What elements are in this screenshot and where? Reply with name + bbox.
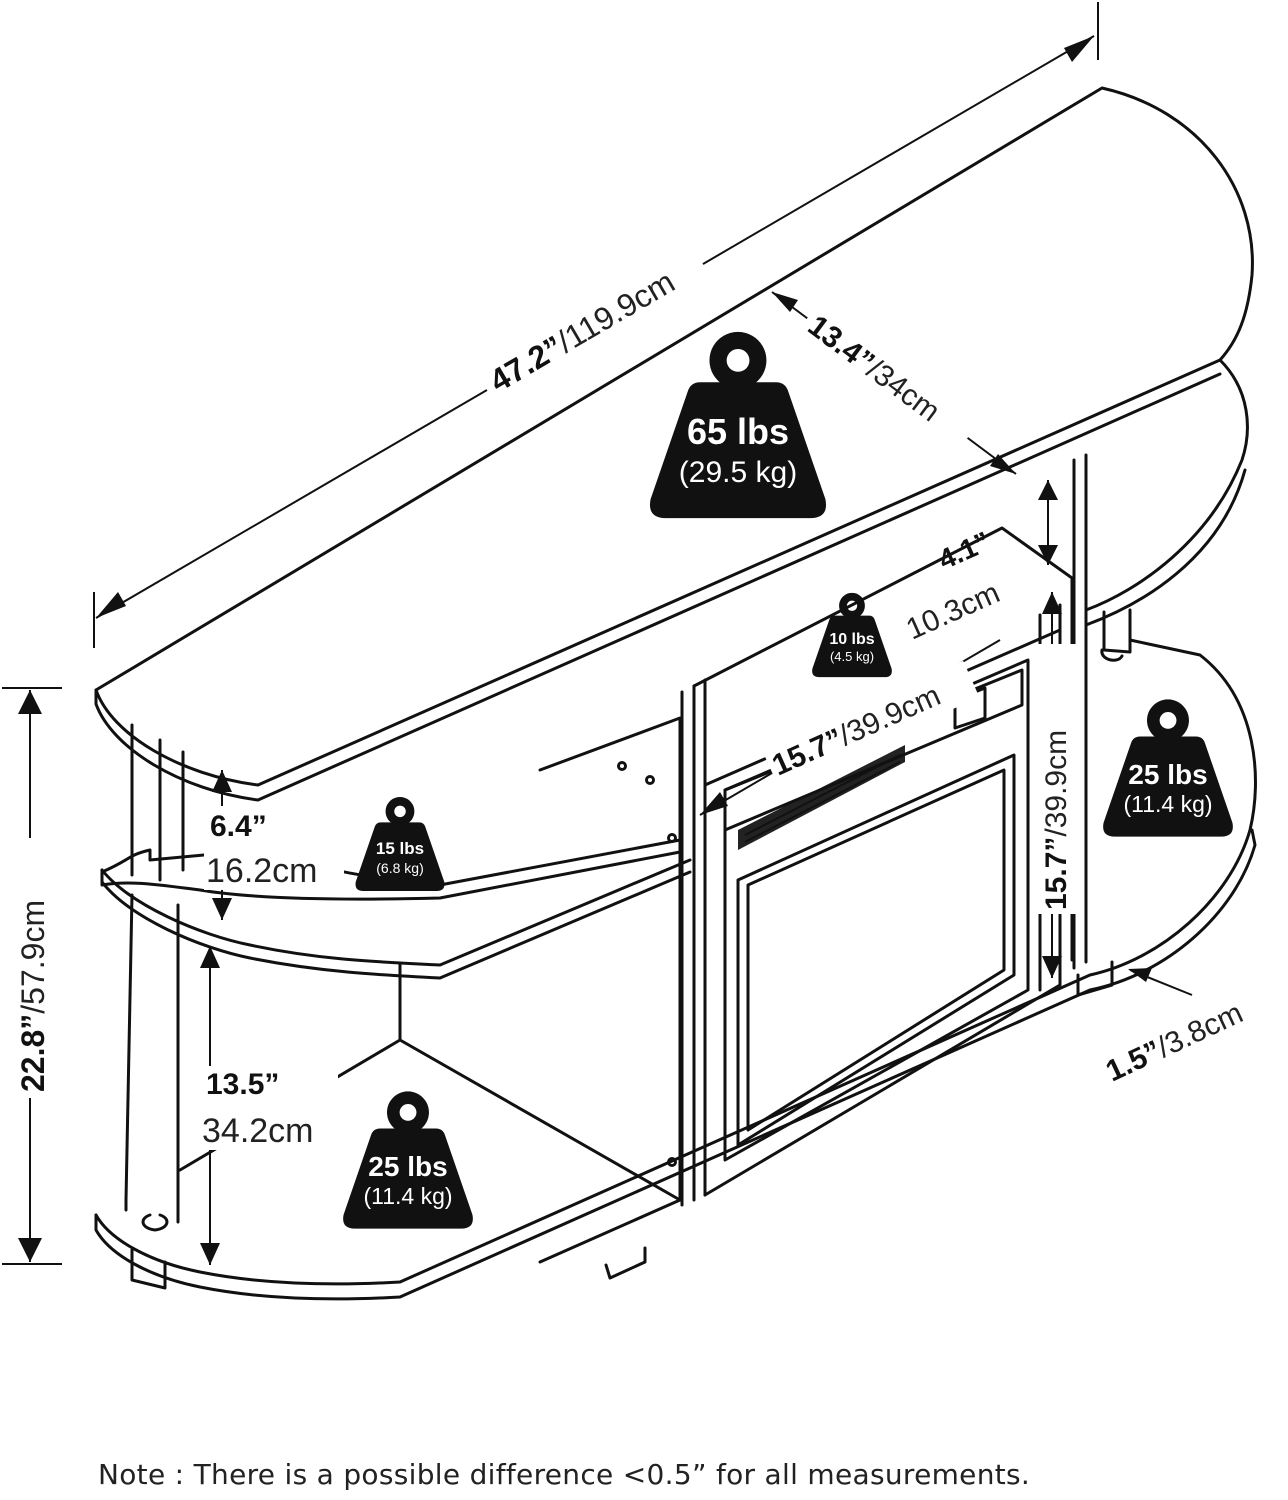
right-upper-arc: [1084, 358, 1249, 627]
foot-label: 1.5”/3.8cm: [1101, 996, 1248, 1088]
bottom-shelf-edge: [94, 828, 1257, 1301]
left-upper-shelf: [100, 838, 682, 901]
top-board: [94, 86, 1254, 787]
svg-text:4.1”: 4.1”: [934, 526, 995, 576]
svg-text:47.2”/119.9cm: 47.2”/119.9cm: [483, 263, 680, 399]
svg-text:15.7”/39.9cm: 15.7”/39.9cm: [1040, 730, 1073, 910]
hole-3: [667, 833, 677, 843]
svg-text:10 lbs: 10 lbs: [829, 631, 874, 648]
right-front-foot: [1076, 960, 1114, 997]
left-compartment-back: [538, 716, 682, 1264]
svg-text:15.7”/39.9cm: 15.7”/39.9cm: [767, 679, 945, 782]
width-label: 47.2”/119.9cm: [472, 239, 711, 404]
svg-text:(11.4 kg): (11.4 kg): [1123, 791, 1212, 817]
height-label: 22.8”/57.9cm: [10, 838, 54, 1098]
svg-text:16.2cm: 16.2cm: [206, 852, 318, 890]
weight-icon-top: 65 lbs (29.5 kg): [649, 331, 827, 519]
left-foot: [130, 1248, 167, 1290]
fireplace-height-label: 15.7”/39.9cm: [1036, 644, 1076, 914]
right-back-leg: [1100, 608, 1132, 662]
measurement-note: Note : There is a possible difference <0…: [98, 1458, 1031, 1491]
hole-1: [617, 761, 627, 771]
top-board-edge: [94, 372, 1222, 802]
svg-text:13.5”: 13.5”: [206, 1068, 279, 1101]
upper-shelf-label: 6.4” 16.2cm: [204, 806, 344, 890]
weight-icon-right-shelf: 25 lbs (11.4 kg): [1103, 699, 1233, 837]
weight-icon-lower-shelf: 25 lbs (11.4 kg): [343, 1091, 473, 1229]
mid-foot: [604, 1246, 647, 1280]
svg-text:(6.8 kg): (6.8 kg): [376, 860, 423, 876]
svg-text:(4.5 kg): (4.5 kg): [830, 649, 874, 664]
svg-text:1.5”/3.8cm: 1.5”/3.8cm: [1101, 996, 1248, 1088]
svg-text:25 lbs: 25 lbs: [1128, 759, 1207, 790]
left-middle-shelf-arc: [100, 858, 692, 967]
svg-text:13.4”/34cm: 13.4”/34cm: [802, 309, 946, 428]
svg-text:10.3cm: 10.3cm: [901, 576, 1004, 646]
bottom-shelf: [94, 638, 1257, 1286]
weight-icon-compartment: 10 lbs (4.5 kg): [812, 592, 892, 678]
left-front-leg: [124, 723, 185, 1212]
svg-text:65 lbs: 65 lbs: [687, 411, 789, 452]
dimension-lines: [2, 2, 1193, 1265]
svg-text:25 lbs: 25 lbs: [368, 1151, 447, 1182]
svg-text:(29.5 kg): (29.5 kg): [679, 456, 797, 489]
hole-4: [667, 1157, 677, 1167]
depth-label: 13.4”/34cm: [795, 300, 981, 454]
center-left-panel: [680, 678, 707, 1207]
svg-text:34.2cm: 34.2cm: [202, 1112, 314, 1150]
left-legs-bottom: [124, 1198, 180, 1232]
svg-text:6.4”: 6.4”: [210, 810, 267, 843]
top-gap-label: 4.1” 10.3cm: [901, 526, 1004, 647]
lower-shelf-label: 13.5” 34.2cm: [200, 1066, 338, 1150]
fireplace-box-inner: [746, 768, 1006, 1132]
svg-text:(11.4 kg): (11.4 kg): [363, 1183, 452, 1209]
weight-icon-upper-shelf: 15 lbs (6.8 kg): [355, 796, 445, 892]
fireplace-box: [736, 753, 1016, 1147]
hole-2: [645, 775, 655, 785]
svg-text:22.8”/57.9cm: 22.8”/57.9cm: [15, 900, 51, 1092]
svg-text:15 lbs: 15 lbs: [376, 839, 424, 858]
